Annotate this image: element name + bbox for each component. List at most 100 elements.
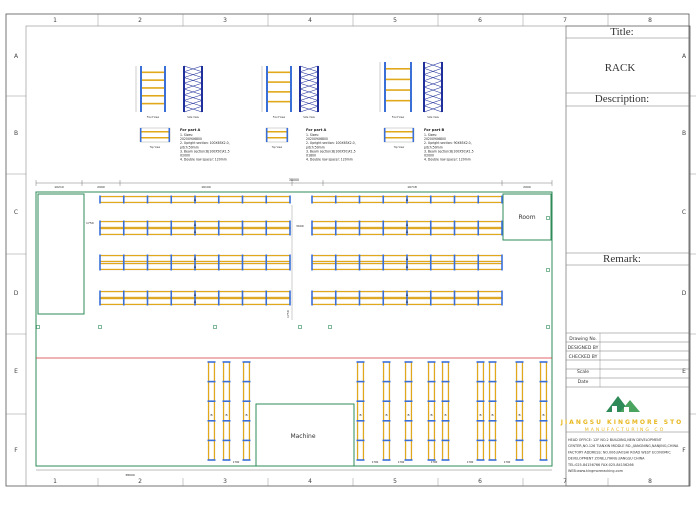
rack-upright xyxy=(311,254,313,263)
rack-upright xyxy=(207,380,216,383)
rack-upright xyxy=(334,220,337,229)
rack-upright xyxy=(406,290,408,299)
rack-upright xyxy=(441,439,450,442)
remark-label: Remark: xyxy=(603,253,641,265)
rack-brace xyxy=(183,65,203,73)
rack-top-view: Top View xyxy=(139,127,171,149)
rack-upright xyxy=(122,195,125,204)
rack-upright xyxy=(358,262,361,271)
rack-type-label: A xyxy=(406,257,409,261)
rack-beam xyxy=(142,71,164,74)
rack-upright xyxy=(222,459,231,461)
rack-upright xyxy=(241,254,244,263)
rack-upright xyxy=(453,227,456,236)
rack-row-vertical: B xyxy=(515,361,524,461)
rack-upright xyxy=(488,380,497,383)
rack-upright xyxy=(122,227,125,236)
rack-type-label: A xyxy=(406,293,409,297)
rack-upright xyxy=(222,420,231,422)
rack-upright xyxy=(382,439,391,442)
rack-upright xyxy=(168,128,170,142)
rack-row-vertical: B xyxy=(441,361,450,461)
field-drawing-no: Drawing No. xyxy=(569,336,597,342)
rack-upright xyxy=(311,220,313,229)
rack-upright xyxy=(427,380,436,383)
address-line: FACTORY ADDRESS: NO.006 JIAOSHI ROAD WES… xyxy=(568,450,671,454)
rack-upright xyxy=(222,361,231,363)
dim-bottom-total: 38000 xyxy=(125,473,135,477)
rack-upright xyxy=(146,297,149,306)
rack-beam xyxy=(489,362,491,460)
building-column xyxy=(546,216,550,220)
rack-upright xyxy=(382,420,391,422)
rack-upright xyxy=(170,227,173,236)
rack-upright xyxy=(265,290,268,299)
rack-upright xyxy=(488,361,497,363)
rack-upright xyxy=(241,297,244,306)
grid-row-letter: E xyxy=(682,368,686,375)
rack-type-label: B xyxy=(385,413,387,417)
rack-upright xyxy=(289,195,291,204)
rack-upright xyxy=(266,66,268,112)
rack-upright xyxy=(539,400,548,402)
rack-type-label: B xyxy=(430,413,432,417)
rack-upright xyxy=(217,254,220,263)
rack-front-view: Front View xyxy=(261,66,292,119)
dim-bottom-aisle: 1700 xyxy=(233,460,240,464)
grid-column-number: 4 xyxy=(308,17,312,24)
rack-upright xyxy=(99,290,101,299)
part-spec-heading: For part B xyxy=(424,128,445,132)
rack-beam xyxy=(266,137,288,139)
rack-upright xyxy=(289,220,291,229)
rack-upright xyxy=(410,62,412,112)
rack-upright xyxy=(539,459,548,461)
grid-row-letter: B xyxy=(14,130,18,137)
description-label: Description: xyxy=(595,93,649,105)
rack-upright xyxy=(311,262,313,271)
rack-upright xyxy=(289,227,291,236)
dim-left-offset: 10210 xyxy=(54,185,64,189)
rack-beam xyxy=(442,362,444,460)
rack-type-label: A xyxy=(194,265,197,269)
grid-row-letter: A xyxy=(682,53,687,60)
rack-upright xyxy=(453,220,456,229)
rack-row-vertical: B xyxy=(476,361,485,461)
rack-beam xyxy=(433,362,435,460)
rack-upright xyxy=(289,254,291,263)
rack-type-label: B xyxy=(518,413,520,417)
building-column xyxy=(328,325,332,329)
rack-upright xyxy=(358,195,361,204)
field-checked-by: CHECKED BY xyxy=(569,354,598,360)
rack-type-label: B xyxy=(245,413,247,417)
rack-upright xyxy=(290,66,292,112)
rack-upright xyxy=(194,227,196,236)
rack-upright xyxy=(146,195,149,204)
grid-column-number: 4 xyxy=(308,478,312,485)
rack-upright xyxy=(217,297,220,306)
rack-upright xyxy=(477,290,480,299)
rack-upright xyxy=(515,380,524,383)
rack-upright xyxy=(501,290,503,299)
rack-row-vertical: B xyxy=(382,361,391,461)
part-spec-line: 2020X9X6800 xyxy=(424,137,446,141)
rack-brace xyxy=(183,88,203,96)
rack-upright xyxy=(222,400,231,402)
rack-upright xyxy=(406,220,408,229)
rack-upright xyxy=(242,400,251,402)
rack-upright xyxy=(427,361,436,363)
grid-row-letter: E xyxy=(14,368,18,375)
rack-upright xyxy=(477,220,480,229)
rack-upright xyxy=(311,290,313,299)
rack-upright xyxy=(404,361,413,363)
rack-upright xyxy=(170,195,173,204)
rack-beam xyxy=(383,362,385,460)
rack-brace xyxy=(183,105,203,113)
rack-upright xyxy=(501,195,503,204)
rack-type-label: A xyxy=(194,300,197,304)
rack-side-view: Side View xyxy=(183,65,203,119)
rack-beam xyxy=(357,362,359,460)
dim-seg-b: 16100 xyxy=(201,185,211,189)
address-line: DEVELOPMENT ZONE,LIYANG JIANGSU CHINA xyxy=(568,457,645,461)
part-spec-line: 1. Sizes: xyxy=(180,133,193,137)
rack-brace xyxy=(299,100,319,107)
